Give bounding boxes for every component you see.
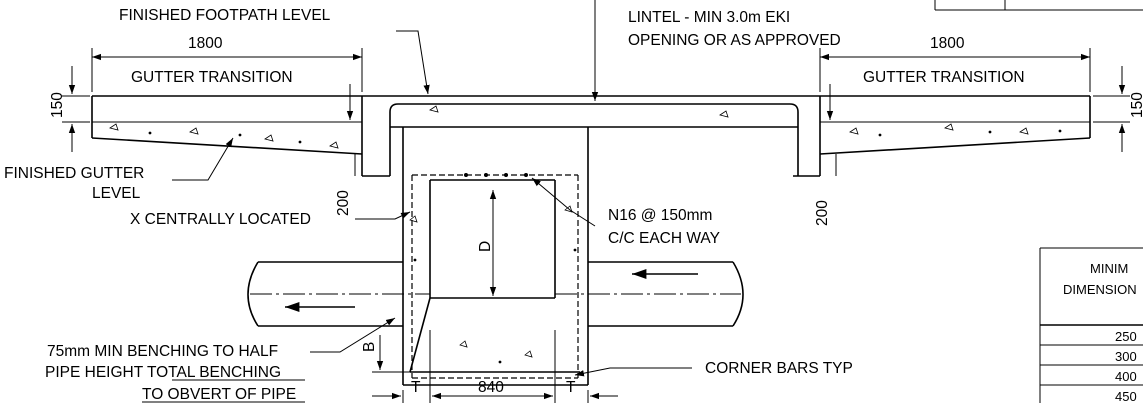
dimension-table-rows: 250 300 400 450 [1115,329,1137,403]
label-finished-footpath: FINISHED FOOTPATH LEVEL [119,7,331,24]
label-gutter-transition-left: GUTTER TRANSITION [131,69,293,86]
leader-corner [574,367,692,377]
label-150-left: 150 [49,92,66,118]
table-cell: 250 [1115,329,1137,344]
pipe-left [247,261,430,327]
label-lintel-2: OPENING OR AS APPROVED [628,32,841,49]
label-benching-3: TO OBVERT OF PIPE [142,386,296,403]
label-n16-2: C/C EACH WAY [608,230,720,247]
table-cell: 400 [1115,369,1137,384]
label-d: D [477,241,494,252]
leader-n16 [531,177,596,227]
leader-footpath [396,30,430,95]
leader-x-central [355,211,411,220]
label-corner-bars: CORNER BARS TYP [705,360,853,377]
label-benching-1: 75mm MIN BENCHING TO HALF [47,343,278,360]
dimension-table: MINIM DIMENSION [1039,247,1143,403]
pit-body [402,127,589,386]
label-1800-right: 1800 [930,35,965,52]
dim-1800-right [819,48,1091,120]
right-gutter-slab [793,95,1091,177]
pipe-right [555,261,744,327]
title-block-fragment [934,0,1143,11]
lintel [362,95,820,176]
label-benching-2: PIPE HEIGHT TOTAL BENCHING [45,364,281,381]
label-b: B [361,342,378,352]
dim-150-right [1093,66,1130,152]
table-cell: 450 [1115,389,1137,403]
label-x-central: X CENTRALLY LOCATED [130,211,311,228]
table-header-1: MINIM [1090,261,1128,276]
label-200-right: 200 [814,200,831,226]
label-lintel-1: LINTEL - MIN 3.0m EKI [628,9,790,26]
label-finished-gutter-1: FINISHED GUTTER [4,165,144,182]
dim-b [372,335,410,373]
dim-150-left [62,66,90,152]
dim-t-840-t [372,330,618,403]
label-150-right: 150 [1129,92,1143,118]
leader-gutter [172,137,234,181]
label-t-right: T [566,379,576,396]
label-t-left: T [411,379,421,396]
concrete-hatch [109,105,1062,364]
label-1800-left: 1800 [188,35,223,52]
label-200-left: 200 [335,190,352,216]
table-cell: 300 [1115,349,1137,364]
label-finished-gutter-2: LEVEL [92,185,141,202]
dim-1800-left [91,48,363,120]
leader-benching [310,317,396,353]
left-gutter-slab [91,95,390,177]
table-header-2: DIMENSION [1063,282,1137,297]
label-840: 840 [478,379,504,396]
label-gutter-transition-right: GUTTER TRANSITION [863,69,1025,86]
label-n16-1: N16 @ 150mm [608,207,712,224]
